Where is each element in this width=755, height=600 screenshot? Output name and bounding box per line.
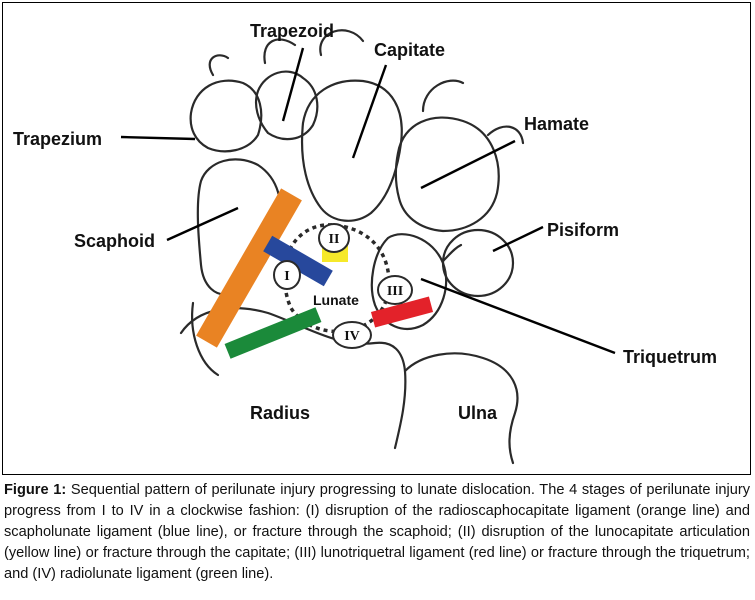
stage-i-label: I — [284, 269, 289, 284]
pisiform-label: Pisiform — [547, 220, 619, 240]
trapezoid-pointer — [281, 47, 305, 122]
trapezium-outline — [189, 79, 263, 153]
scaphoid-label: Scaphoid — [74, 231, 155, 251]
wrist-diagram: I II III IV Trapezoid Capitate Hamate Tr… — [13, 21, 717, 465]
capitate-label: Capitate — [374, 40, 445, 60]
caption-prefix: Figure 1: — [4, 482, 67, 498]
pointer-lines — [120, 47, 616, 355]
pisiform-outline — [441, 228, 515, 298]
scaphoid-pointer — [166, 206, 239, 242]
stage-iv-label: IV — [344, 329, 360, 344]
green-line — [224, 307, 322, 359]
injury-lines — [196, 188, 434, 359]
stage-iii-marker — [377, 275, 413, 305]
metacarpal-lines — [208, 29, 525, 145]
ulna-outline — [403, 352, 519, 465]
caption-text: Sequential pattern of perilunate injury … — [4, 482, 750, 582]
lunate-label: Lunate — [313, 292, 359, 308]
blue-line — [263, 235, 333, 287]
triquetrum-pointer — [420, 277, 616, 355]
trapezium-label: Trapezium — [13, 129, 102, 149]
trapezoid-label: Trapezoid — [250, 21, 334, 41]
trapezium-pointer — [120, 135, 196, 141]
stage-i-marker — [273, 260, 301, 290]
hamate-label: Hamate — [524, 114, 589, 134]
stage-markers: I II III IV — [273, 223, 413, 349]
pisotriquetral-line — [441, 243, 463, 263]
figure-frame: I II III IV Trapezoid Capitate Hamate Tr… — [2, 2, 751, 475]
bone-outlines — [179, 29, 525, 465]
red-line — [370, 296, 434, 328]
hamate-outline — [394, 116, 500, 233]
stage-iv-marker — [332, 321, 372, 349]
capitate-outline — [300, 79, 403, 222]
triquetrum-outline — [370, 233, 448, 330]
figure-caption: Figure 1: Sequential pattern of periluna… — [4, 480, 750, 585]
bone-labels: Trapezoid Capitate Hamate Trapezium Scap… — [13, 21, 717, 423]
stage-ii-label: II — [329, 232, 340, 247]
stage-ii-marker — [318, 223, 350, 253]
radius-edge — [191, 301, 220, 377]
ulna-label: Ulna — [458, 403, 498, 423]
pisiform-pointer — [492, 225, 544, 253]
hamate-pointer — [420, 139, 516, 190]
triquetrum-label: Triquetrum — [623, 347, 717, 367]
capitate-pointer — [351, 64, 388, 159]
radius-label: Radius — [250, 403, 310, 423]
orange-line — [196, 188, 302, 348]
stage-iii-label: III — [387, 284, 403, 299]
